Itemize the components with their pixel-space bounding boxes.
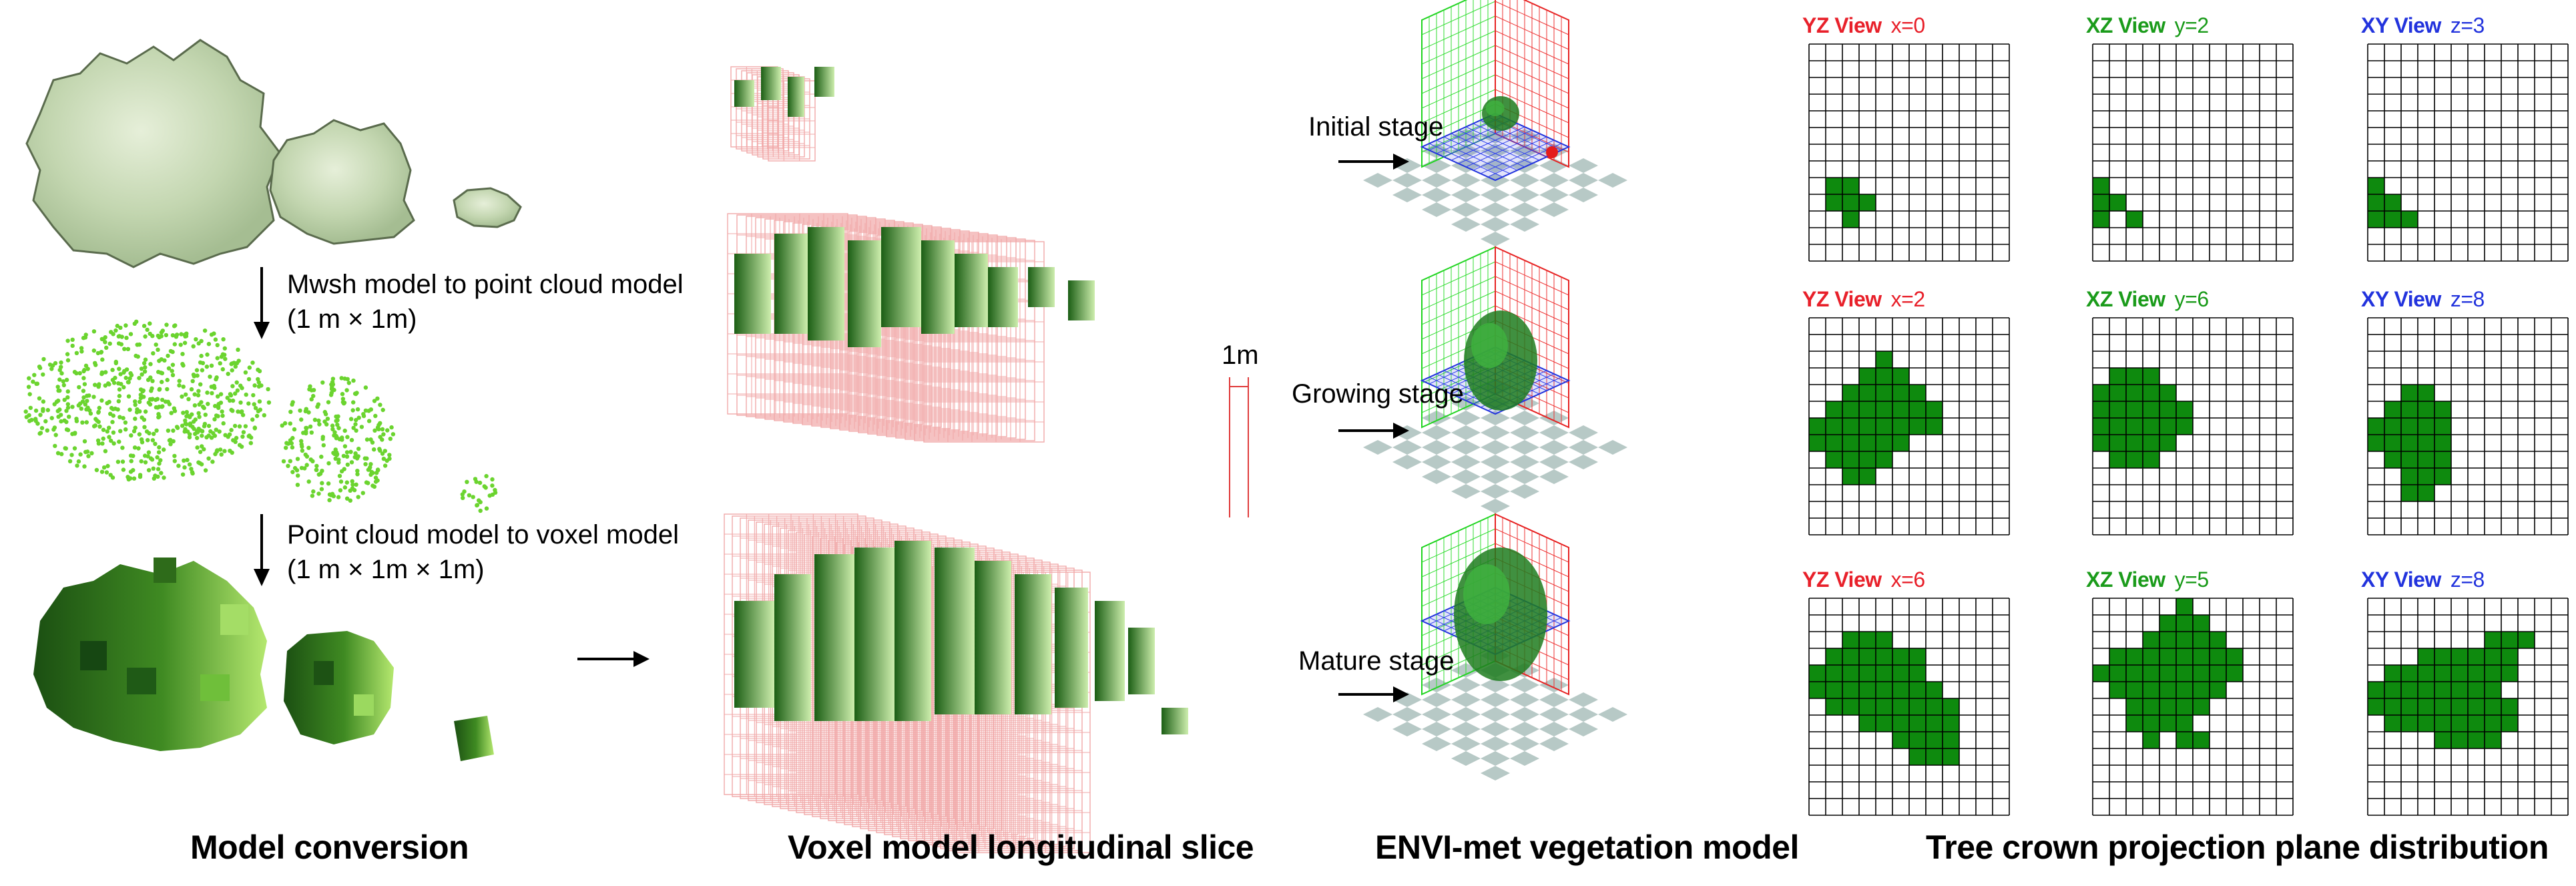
- projection-grid: [1808, 598, 2010, 816]
- view-coord: x=2: [1890, 287, 1925, 311]
- projection-panel: YZ View x=0 XZ View y=2 XY View z=3 YZ View x=2…: [1776, 0, 2576, 886]
- view-coord: y=6: [2174, 287, 2209, 311]
- projection-grid: [2367, 598, 2569, 816]
- voxel-slice-caption: Voxel model longitudinal slice: [788, 829, 1254, 866]
- step1-line2: (1 m × 1m): [287, 304, 417, 334]
- view-coord: y=5: [2174, 568, 2209, 592]
- view-coord: z=8: [2450, 287, 2485, 311]
- model-conversion-panel: Mwsh model to point cloud model (1 m × 1…: [0, 0, 708, 886]
- point-cloud-models: [23, 319, 498, 513]
- stage-label-growing: Growing stage: [1292, 379, 1464, 409]
- projection-grid: [2092, 598, 2294, 816]
- projection-grid: [1808, 317, 2010, 535]
- envimet-panel: Initial stage Growing stage Mature stage…: [1288, 0, 1799, 886]
- projection-grid: [2092, 43, 2294, 262]
- view-coord: x=0: [1890, 13, 1925, 37]
- step2-line1: Point cloud model to voxel model: [287, 520, 679, 549]
- projection-grid-set: YZ View x=0 XZ View y=2 XY View z=3 YZ View x=2…: [1776, 0, 2576, 816]
- view-label-r2c2: XY View z=8: [2361, 568, 2485, 592]
- mesh-tree-large: [25, 39, 522, 268]
- projection-grid: [2367, 317, 2569, 535]
- envimet-caption: ENVI-met vegetation model: [1375, 829, 1799, 866]
- view-coord: y=2: [2174, 13, 2209, 37]
- view-label-r0c2: XY View z=3: [2361, 13, 2485, 38]
- view-name: YZ View: [1802, 287, 1882, 311]
- voxel-tree-models: [33, 558, 494, 761]
- view-name: YZ View: [1802, 13, 1882, 37]
- step1-label: Mwsh model to point cloud model (1 m × 1…: [287, 267, 684, 337]
- projection-grid: [2092, 317, 2294, 535]
- arrow-down-2: [254, 514, 270, 586]
- view-label-r1c0: YZ View x=2: [1802, 287, 1925, 312]
- scale-bar: [1229, 377, 1249, 517]
- envimet-stage-models: [1363, 0, 1627, 781]
- arrow-right: [577, 651, 650, 667]
- view-label-r2c0: YZ View x=6: [1802, 568, 1925, 592]
- view-name: XZ View: [2086, 287, 2165, 311]
- view-coord: z=3: [2450, 13, 2485, 37]
- step2-line2: (1 m × 1m × 1m): [287, 555, 485, 584]
- stage-arrow-mature: [1338, 686, 1409, 702]
- projection-grid: [2367, 43, 2569, 262]
- projection-caption: Tree crown projection plane distribution: [1926, 829, 2549, 866]
- view-coord: z=8: [2450, 568, 2485, 592]
- view-label-r1c2: XY View z=8: [2361, 287, 2485, 312]
- stage-arrow-initial: [1338, 154, 1409, 170]
- view-name: YZ View: [1802, 568, 1882, 592]
- voxel-slice-panel: 1m Voxel model longitudinal slice: [721, 0, 1282, 886]
- arrow-down-1: [254, 267, 270, 339]
- view-name: XY View: [2361, 568, 2441, 592]
- projection-grid: [1808, 43, 2010, 262]
- stage-arrow-growing: [1338, 423, 1409, 439]
- stage-label-initial: Initial stage: [1308, 112, 1444, 142]
- view-name: XZ View: [2086, 13, 2165, 37]
- view-label-r2c1: XZ View y=5: [2086, 568, 2209, 592]
- view-coord: x=6: [1890, 568, 1925, 592]
- step1-line1: Mwsh model to point cloud model: [287, 270, 684, 299]
- view-label-r0c0: YZ View x=0: [1802, 13, 1925, 38]
- view-name: XY View: [2361, 13, 2441, 37]
- view-label-r1c1: XZ View y=6: [2086, 287, 2209, 312]
- step2-label: Point cloud model to voxel model (1 m × …: [287, 517, 679, 587]
- stage-label-mature: Mature stage: [1298, 646, 1455, 676]
- view-name: XZ View: [2086, 568, 2165, 592]
- scale-bar-label: 1m: [1222, 341, 1259, 370]
- view-name: XY View: [2361, 287, 2441, 311]
- view-label-r0c1: XZ View y=2: [2086, 13, 2209, 38]
- model-conversion-caption: Model conversion: [190, 829, 469, 866]
- voxel-slice-illustration: [724, 66, 1188, 853]
